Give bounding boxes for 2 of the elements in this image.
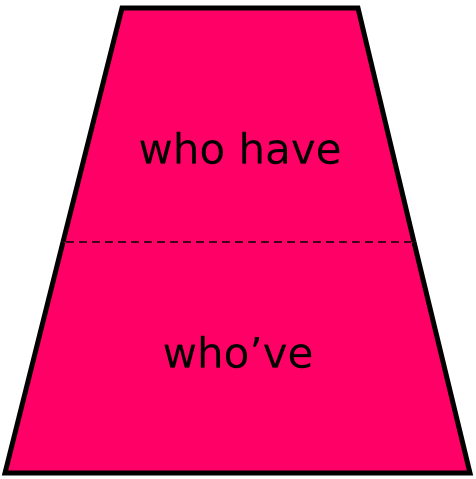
trapezoid-band: who’ve — [2, 241, 474, 476]
trapezoid-band: who have — [60, 6, 416, 243]
